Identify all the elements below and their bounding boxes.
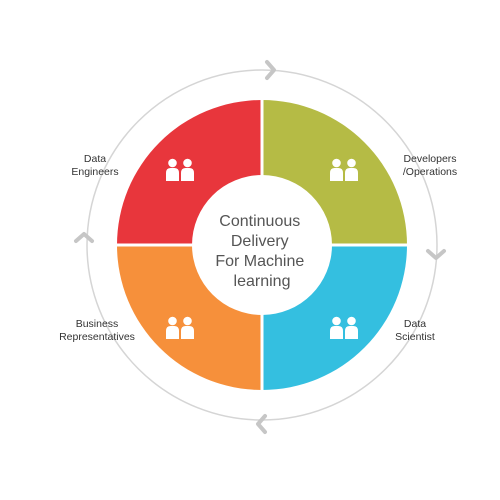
center-title-line: learning	[234, 273, 291, 290]
center-title-line: Continuous	[219, 213, 300, 230]
people-icon	[166, 158, 194, 181]
label-line: /Operations	[402, 166, 458, 178]
center-title-line: For Machine	[215, 253, 304, 270]
label-data-scientist: Data Scientist	[385, 318, 445, 344]
chevron-icon	[265, 60, 276, 80]
center-title: Continuous Delivery For Machine learning	[215, 213, 308, 290]
center-title-line: Delivery	[231, 233, 289, 250]
people-icon	[166, 316, 194, 339]
people-icon	[330, 158, 358, 181]
chevron-icon	[74, 232, 94, 243]
label-line: Business	[75, 318, 119, 330]
chevron-icon	[256, 414, 267, 434]
label-line: Representatives	[59, 331, 135, 343]
label-line: Engineers	[71, 166, 119, 178]
people-icon	[330, 316, 358, 339]
label-line: Developers	[403, 153, 457, 165]
label-business-representatives: Business Representatives	[44, 318, 150, 344]
label-line: Scientist	[395, 331, 435, 343]
label-data-engineers: Data Engineers	[62, 153, 128, 179]
segment-separators	[115, 98, 409, 392]
label-line: Data	[403, 318, 427, 330]
label-developers-operations: Developers /Operations	[394, 153, 466, 179]
chevron-icon	[426, 249, 446, 260]
label-line: Data	[83, 153, 107, 165]
